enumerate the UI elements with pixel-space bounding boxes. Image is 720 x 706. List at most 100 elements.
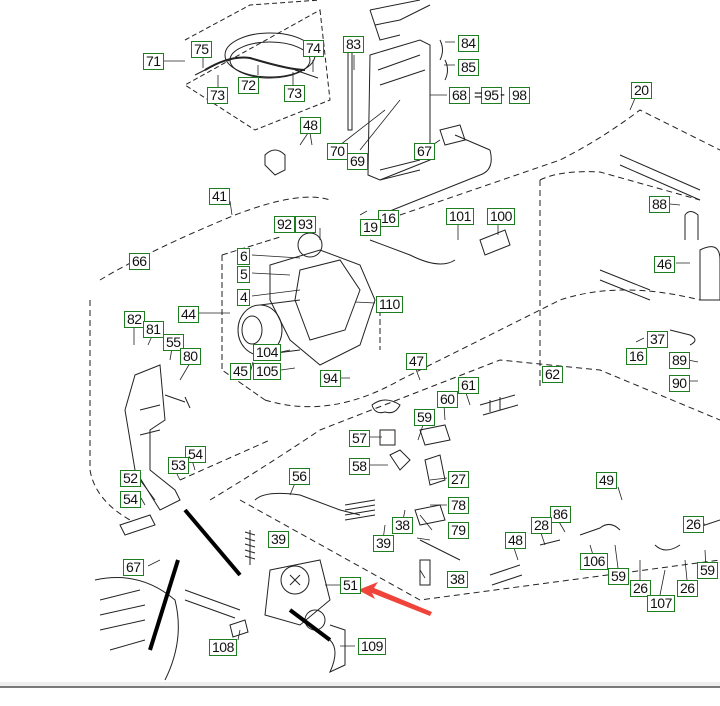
callout-part-54[interactable]: 54: [185, 446, 206, 463]
bottom-divider: [0, 686, 720, 688]
callout-part-57[interactable]: 57: [349, 430, 370, 447]
callout-part-59[interactable]: 59: [414, 409, 435, 426]
gauge: [280, 565, 310, 595]
callout-part-73[interactable]: 73: [284, 85, 305, 102]
knob-57: [371, 399, 401, 414]
callout-part-27[interactable]: 27: [448, 471, 469, 488]
callout-part-71[interactable]: 71: [143, 53, 164, 70]
callout-part-108[interactable]: 108: [209, 639, 237, 656]
callout-part-26[interactable]: 26: [630, 580, 651, 597]
range-dash: -: [500, 86, 505, 103]
callout-part-74[interactable]: 74: [303, 40, 324, 57]
callout-part-26[interactable]: 26: [683, 516, 704, 533]
callout-part-83[interactable]: 83: [343, 36, 364, 53]
callout-part-53[interactable]: 53: [168, 457, 189, 474]
callout-part-37[interactable]: 37: [647, 331, 668, 348]
callout-part-88[interactable]: 88: [649, 196, 670, 213]
bottom-blank-area: [0, 688, 720, 706]
callout-part-81[interactable]: 81: [143, 321, 164, 338]
reel-frame: [94, 577, 179, 681]
strip-83: [347, 39, 353, 131]
boundary-62: [209, 359, 720, 501]
callout-part-48[interactable]: 48: [300, 117, 321, 134]
callout-part-55[interactable]: 55: [163, 334, 184, 351]
callout-part-68[interactable]: 68: [449, 87, 470, 104]
callout-part-52[interactable]: 52: [120, 470, 141, 487]
callout-part-67[interactable]: 67: [414, 143, 435, 160]
callout-part-80[interactable]: 80: [180, 348, 201, 365]
callout-part-73[interactable]: 73: [207, 87, 228, 104]
pump-body: [269, 249, 376, 366]
highlight-arrow: [358, 582, 432, 616]
callout-part-105[interactable]: 105: [253, 363, 281, 380]
valve-body: [264, 559, 331, 626]
callout-part-85[interactable]: 85: [458, 59, 479, 76]
pump-assembly-boundary: [221, 236, 381, 401]
callout-part-46[interactable]: 46: [654, 256, 675, 273]
callout-part-49[interactable]: 49: [596, 472, 617, 489]
callout-part-54[interactable]: 54: [120, 491, 141, 508]
callout-part-44[interactable]: 44: [178, 306, 199, 323]
callout-part-86[interactable]: 86: [550, 506, 571, 523]
callout-part-84[interactable]: 84: [458, 35, 479, 52]
callout-part-60[interactable]: 60: [437, 391, 458, 408]
callout-part-95[interactable]: 95: [481, 87, 502, 104]
callout-part-106[interactable]: 106: [580, 553, 608, 570]
callout-part-100[interactable]: 100: [487, 208, 515, 225]
boundary-66: [89, 300, 131, 521]
callout-part-38[interactable]: 38: [447, 571, 468, 588]
callout-part-38[interactable]: 38: [392, 517, 413, 534]
callout-part-109[interactable]: 109: [358, 638, 386, 655]
callout-part-28[interactable]: 28: [531, 517, 552, 534]
callout-part-6[interactable]: 6: [237, 248, 251, 265]
callout-part-45[interactable]: 45: [230, 363, 251, 380]
mount-bracket: [369, 0, 431, 41]
callout-part-4[interactable]: 4: [237, 289, 251, 306]
callout-part-107[interactable]: 107: [647, 595, 675, 612]
callout-part-47[interactable]: 47: [406, 353, 427, 370]
callout-part-66[interactable]: 66: [129, 253, 150, 270]
callout-part-90[interactable]: 90: [669, 375, 690, 392]
callout-part-51[interactable]: 51: [340, 577, 361, 594]
tank-body: [367, 39, 431, 181]
callout-part-20[interactable]: 20: [631, 82, 652, 99]
guide-line-3: [288, 608, 332, 642]
callout-part-59[interactable]: 59: [697, 562, 718, 579]
callout-part-79[interactable]: 79: [448, 522, 469, 539]
callout-part-98[interactable]: 98: [509, 87, 530, 104]
callout-part-59[interactable]: 59: [608, 568, 629, 585]
bracket-55: [124, 364, 181, 511]
callout-part-39[interactable]: 39: [268, 531, 289, 548]
callout-part-41[interactable]: 41: [209, 188, 230, 205]
callout-part-69[interactable]: 69: [347, 153, 368, 170]
callout-part-75[interactable]: 75: [191, 41, 212, 58]
fitting-58: [389, 449, 411, 471]
callout-part-16[interactable]: 16: [378, 210, 399, 227]
callout-part-26[interactable]: 26: [677, 580, 698, 597]
callout-part-89[interactable]: 89: [669, 352, 690, 369]
callout-part-67[interactable]: 67: [123, 559, 144, 576]
callout-part-101[interactable]: 101: [446, 208, 474, 225]
callout-part-58[interactable]: 58: [349, 458, 370, 475]
footer-shade: [0, 682, 720, 686]
callout-part-104[interactable]: 104: [253, 344, 281, 361]
callout-part-19[interactable]: 19: [360, 219, 381, 236]
callout-part-48[interactable]: 48: [505, 532, 526, 549]
callout-part-62[interactable]: 62: [542, 366, 563, 383]
callout-part-39[interactable]: 39: [373, 535, 394, 552]
equals-sign: =: [474, 87, 483, 104]
callout-part-5[interactable]: 5: [237, 266, 251, 283]
callout-part-110[interactable]: 110: [376, 296, 403, 313]
callout-part-78[interactable]: 78: [448, 497, 469, 514]
callout-part-72[interactable]: 72: [238, 77, 259, 94]
callout-part-92[interactable]: 92: [274, 216, 295, 233]
callout-part-61[interactable]: 61: [458, 377, 479, 394]
callout-part-16[interactable]: 16: [626, 348, 647, 365]
callout-part-70[interactable]: 70: [327, 143, 348, 160]
spring-56: [244, 530, 256, 565]
callout-part-94[interactable]: 94: [320, 370, 341, 387]
callout-part-82[interactable]: 82: [124, 311, 145, 328]
callout-part-56[interactable]: 56: [289, 468, 310, 485]
callout-part-93[interactable]: 93: [295, 216, 316, 233]
